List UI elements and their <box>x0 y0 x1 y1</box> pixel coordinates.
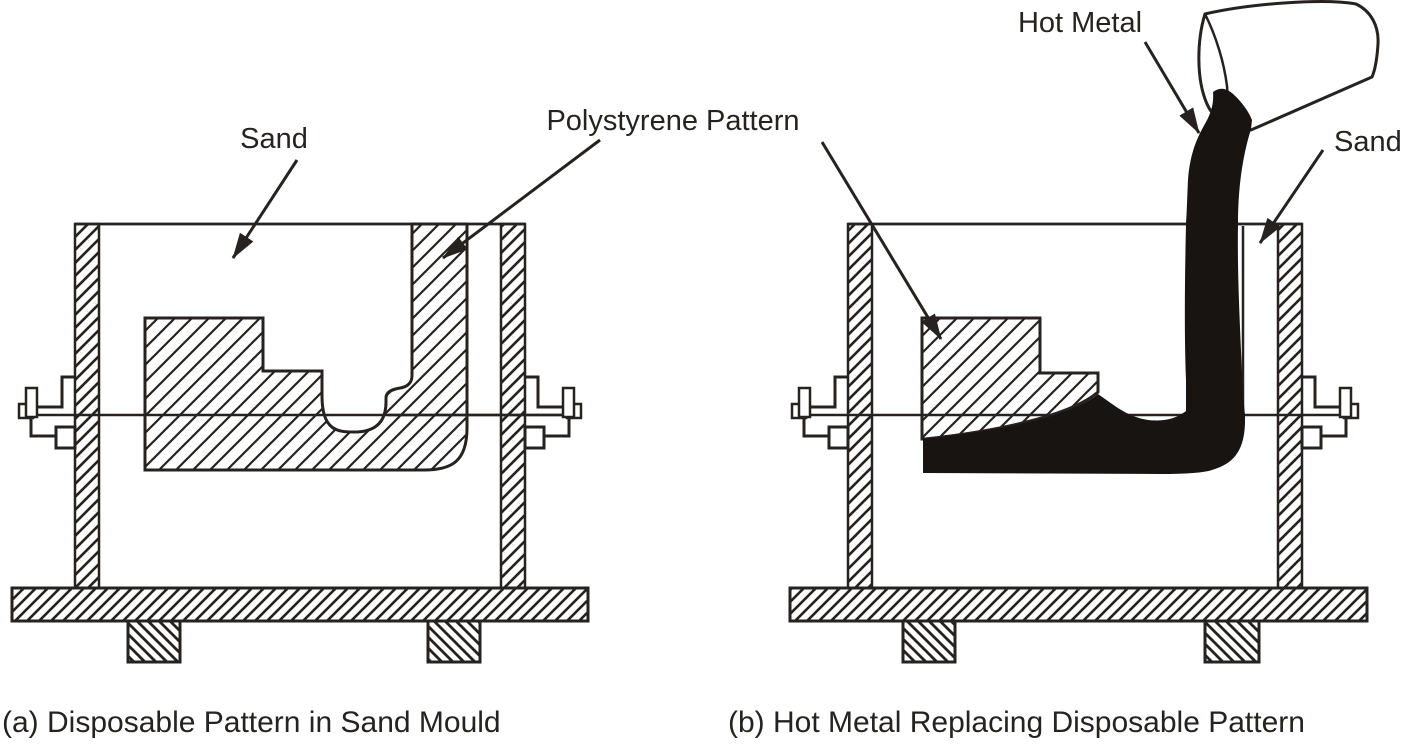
hot-metal-arrow-icon <box>1143 41 1201 134</box>
left-clamp <box>17 375 77 450</box>
flask-left-wall <box>846 222 874 590</box>
polystyrene-right-arrow-icon <box>820 141 943 340</box>
label-sand-left: Sand <box>240 123 308 155</box>
caption-b: (b) Hot Metal Replacing Disposable Patte… <box>728 706 1305 739</box>
label-hot-metal: Hot Metal <box>1018 7 1142 39</box>
sand-right-arrow-icon <box>1258 149 1325 244</box>
ladle <box>1197 0 1380 132</box>
label-sand-right: Sand <box>1334 126 1402 158</box>
figure-b-pouring <box>788 0 1380 664</box>
right-clamp <box>523 375 583 450</box>
sand-left-arrow-icon <box>231 159 299 259</box>
flask-right-wall <box>499 222 527 590</box>
figure-a-sand-mould <box>10 222 590 664</box>
label-polystyrene-pattern: Polystyrene Pattern <box>546 105 799 137</box>
flask-left-wall <box>73 222 101 590</box>
caption-a: (a) Disposable Pattern in Sand Mould <box>2 706 501 739</box>
right-clamp <box>1300 375 1360 450</box>
left-clamp <box>790 375 850 450</box>
polystyrene-pattern-shape <box>143 222 469 472</box>
base-foot <box>1203 619 1261 664</box>
base-plate <box>788 586 1369 623</box>
annotations: Sand Polystyrene Pattern Hot Metal Sand <box>231 7 1402 340</box>
base-foot <box>126 619 182 664</box>
hot-metal-flow <box>923 88 1252 474</box>
flask-right-wall <box>1276 222 1304 590</box>
polystyrene-left-arrow-icon <box>442 138 601 260</box>
base-plate <box>10 586 590 623</box>
base-foot <box>901 619 957 664</box>
base-foot <box>426 619 482 664</box>
